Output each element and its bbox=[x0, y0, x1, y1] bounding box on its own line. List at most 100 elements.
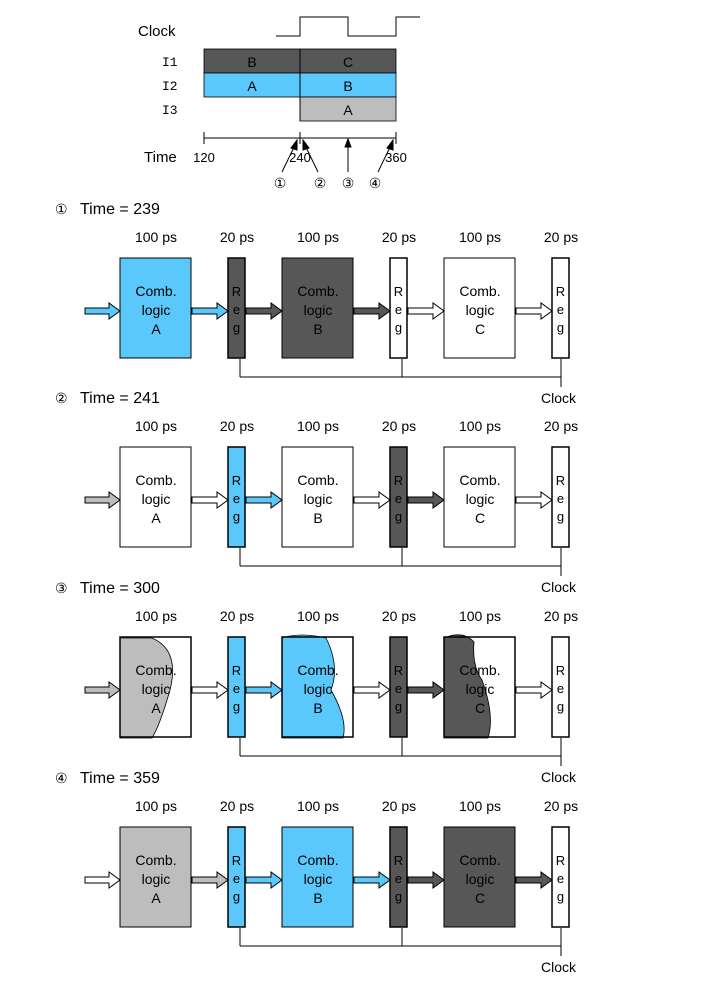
i2-segment-1 bbox=[203, 72, 301, 98]
reg-delay-label: 20 ps bbox=[544, 608, 578, 624]
comb-logic-name: C bbox=[475, 510, 485, 526]
register-box bbox=[227, 636, 246, 738]
stage-time-label: Time = 241 bbox=[80, 390, 160, 407]
register-letter: g bbox=[557, 699, 564, 714]
flow-arrow-5 bbox=[407, 871, 445, 889]
stage-marker: ② bbox=[55, 390, 68, 406]
register-letter: R bbox=[232, 473, 241, 488]
register-box bbox=[389, 826, 408, 928]
comb-delay-label: 100 ps bbox=[297, 418, 339, 434]
i3-segment-2 bbox=[299, 96, 397, 122]
register-3: Reg bbox=[551, 446, 570, 548]
flow-arrow-4 bbox=[353, 491, 391, 509]
register-letter: g bbox=[395, 509, 402, 524]
register-letter: e bbox=[395, 491, 402, 506]
comb-logic-line1: Comb. bbox=[459, 283, 500, 299]
reg-delay-label: 20 ps bbox=[382, 229, 416, 245]
comb-logic-box bbox=[443, 826, 516, 928]
comb-logic-name: B bbox=[313, 890, 322, 906]
register-2: Reg bbox=[389, 446, 408, 548]
register-letter: e bbox=[395, 681, 402, 696]
clock-label: Clock bbox=[138, 23, 176, 40]
comb-logic-line2: logic bbox=[304, 871, 333, 887]
marker-2: ② bbox=[314, 175, 327, 191]
register-box bbox=[551, 636, 570, 738]
i2-segment-2-label: B bbox=[343, 78, 352, 94]
comb-delay-label: 100 ps bbox=[297, 798, 339, 814]
register-1: Reg bbox=[227, 446, 246, 548]
comb-logic-name: C bbox=[475, 890, 485, 906]
register-box bbox=[551, 257, 570, 359]
stage-marker: ④ bbox=[55, 770, 68, 786]
comb-logic-progress bbox=[119, 637, 173, 739]
row-label-i3: I3 bbox=[162, 103, 178, 118]
comb-logic-line2: logic bbox=[466, 681, 495, 697]
i2-segment-2 bbox=[299, 72, 397, 98]
comb-logic-box bbox=[119, 257, 192, 359]
register-1: Reg bbox=[227, 636, 246, 738]
marker-1: ① bbox=[274, 175, 287, 191]
register-letter: g bbox=[557, 509, 564, 524]
comb-logic-box bbox=[119, 826, 192, 928]
register-letter: R bbox=[556, 284, 565, 299]
comb-logic-name: B bbox=[313, 510, 322, 526]
reg-delay-label: 20 ps bbox=[544, 798, 578, 814]
comb-logic-line1: Comb. bbox=[135, 472, 176, 488]
comb-delay-label: 100 ps bbox=[135, 418, 177, 434]
i2-segment-1-label: A bbox=[247, 78, 257, 94]
flow-arrow-4 bbox=[353, 302, 391, 320]
reg-delay-label: 20 ps bbox=[220, 798, 254, 814]
register-letter: g bbox=[233, 320, 240, 335]
reg-delay-label: 20 ps bbox=[220, 418, 254, 434]
register-letter: e bbox=[557, 491, 564, 506]
register-box bbox=[227, 257, 246, 359]
comb-logic-line2: logic bbox=[142, 681, 171, 697]
register-letter: g bbox=[395, 699, 402, 714]
marker-arrows bbox=[281, 137, 394, 173]
stage-marker: ① bbox=[55, 201, 68, 217]
comb-logic-border bbox=[281, 636, 354, 738]
register-letter: e bbox=[395, 302, 402, 317]
register-letter: R bbox=[556, 853, 565, 868]
stage-time-label: Time = 300 bbox=[80, 580, 160, 597]
flow-arrow-5 bbox=[407, 681, 445, 699]
flow-arrow-1 bbox=[84, 871, 121, 889]
comb-logic-line1: Comb. bbox=[297, 283, 338, 299]
i1-segment-1-label: B bbox=[247, 54, 256, 70]
register-letter: R bbox=[556, 473, 565, 488]
comb-logic-line1: Comb. bbox=[459, 852, 500, 868]
flow-arrow-3 bbox=[245, 871, 283, 889]
register-box bbox=[389, 446, 408, 548]
comb-logic-line2: logic bbox=[304, 491, 333, 507]
comb-logic-line2: logic bbox=[466, 871, 495, 887]
register-letter: e bbox=[233, 871, 240, 886]
comb-logic-line1: Comb. bbox=[297, 662, 338, 678]
comb-delay-label: 100 ps bbox=[459, 229, 501, 245]
register-letter: e bbox=[557, 871, 564, 886]
reg-delay-label: 20 ps bbox=[382, 798, 416, 814]
register-letter: g bbox=[557, 320, 564, 335]
register-box bbox=[227, 826, 246, 928]
comb-delay-label: 100 ps bbox=[135, 798, 177, 814]
register-box bbox=[227, 446, 246, 548]
comb-logic-line2: logic bbox=[304, 302, 333, 318]
comb-logic-box bbox=[281, 446, 354, 548]
comb-logic-name: B bbox=[313, 700, 322, 716]
flow-arrow-3 bbox=[245, 681, 283, 699]
register-letter: R bbox=[394, 853, 403, 868]
flow-arrow-1 bbox=[84, 302, 121, 320]
i3-segment-2-label: A bbox=[343, 102, 353, 118]
reg-delay-label: 20 ps bbox=[544, 418, 578, 434]
comb-logic-line2: logic bbox=[142, 871, 171, 887]
register-letter: g bbox=[233, 509, 240, 524]
comb-logic-border bbox=[119, 636, 192, 738]
comb-logic-line1: Comb. bbox=[135, 662, 176, 678]
